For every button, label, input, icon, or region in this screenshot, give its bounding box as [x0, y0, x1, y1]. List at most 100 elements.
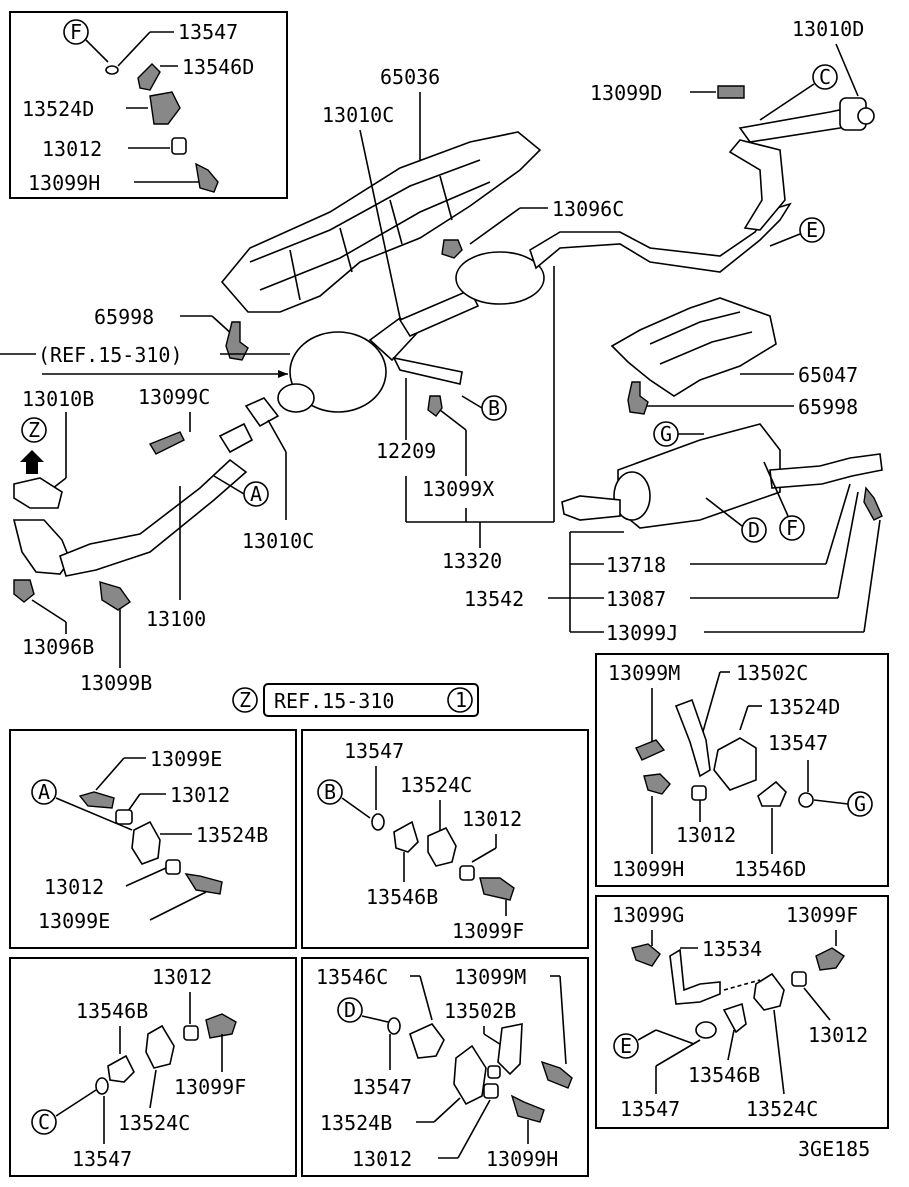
- marker-c-main: C: [819, 65, 831, 89]
- washer-icon: [105, 65, 119, 75]
- label-65998-b: 65998: [798, 395, 858, 419]
- bolt-icon: [635, 739, 666, 761]
- marker-z-ref: Z: [239, 688, 251, 712]
- marker-g-main: G: [660, 422, 672, 446]
- label-13546d-g: 13546D: [734, 857, 806, 881]
- label-13010b: 13010B: [22, 387, 94, 411]
- label-13099x: 13099X: [422, 477, 494, 501]
- label-13012-a2: 13012: [44, 875, 104, 899]
- label-65047: 65047: [798, 363, 858, 387]
- catalytic-converter-icon: [289, 331, 387, 413]
- inset-d: 13546C 13099M 13502B D 13547 13524B 1301…: [301, 957, 589, 1177]
- bolt-icon: [540, 1060, 573, 1089]
- bracket-icon: [137, 63, 161, 91]
- bolt-icon: [184, 873, 223, 895]
- label-13502b-d: 13502B: [444, 999, 516, 1023]
- bolt-icon: [627, 381, 649, 415]
- bracket-icon: [409, 1023, 445, 1059]
- collar-icon: [171, 137, 187, 155]
- label-13524c-e: 13524C: [746, 1097, 818, 1121]
- inset-f: F 13547 13546D 13524D 13012 13099H: [9, 11, 288, 199]
- bolt-icon: [195, 162, 219, 193]
- inset-a: A 13099E 13012 13524B 13012 13099E: [9, 729, 297, 949]
- label-13087: 13087: [606, 587, 666, 611]
- bolt-icon: [510, 1094, 545, 1123]
- label-13099h-d: 13099H: [486, 1147, 558, 1171]
- center-muffler-icon: [455, 251, 545, 305]
- bolt-icon: [148, 431, 185, 455]
- label-13099e-a1: 13099E: [150, 747, 222, 771]
- label-13524c-c: 13524C: [118, 1111, 190, 1135]
- hanger-rubber-icon: [145, 1024, 175, 1069]
- label-13524d: 13524D: [22, 97, 94, 121]
- bolt-icon: [631, 943, 661, 967]
- bolt-icon: [863, 486, 883, 521]
- inset-c: 13012 13546B 13099F 13524C C 13547: [9, 957, 297, 1177]
- label-13010d: 13010D: [792, 17, 864, 41]
- label-13546b-c: 13546B: [76, 999, 148, 1023]
- hanger-rubber-icon: [753, 972, 785, 1011]
- bracket-icon: [393, 820, 419, 853]
- marker-c: C: [38, 1110, 50, 1134]
- label-13546c-d: 13546C: [316, 965, 388, 989]
- bolt-icon: [205, 1013, 237, 1039]
- label-13099m-g: 13099M: [608, 661, 680, 685]
- inset-e: 13099G 13534 13099F 13012 E 13547 13546B…: [595, 895, 889, 1129]
- label-13099b: 13099B: [80, 671, 152, 695]
- hanger-rubber-icon: [713, 737, 757, 791]
- label-13012-e: 13012: [808, 1023, 868, 1047]
- ref-z-num: 1: [455, 688, 467, 712]
- ref-top: (REF.15-310): [38, 343, 183, 367]
- label-13099j: 13099J: [606, 621, 678, 645]
- label-13100: 13100: [146, 607, 206, 631]
- figure-code: 3GE185: [798, 1137, 870, 1161]
- label-13099f-b: 13099F: [452, 919, 524, 943]
- label-13010c-left: 13010C: [242, 529, 314, 553]
- bolt-icon: [99, 581, 131, 611]
- label-13547-b: 13547: [344, 739, 404, 763]
- label-13012-b: 13012: [462, 807, 522, 831]
- heat-shield-65036: [220, 131, 542, 313]
- marker-b: B: [324, 780, 336, 804]
- bracket-icon: [497, 1023, 523, 1076]
- marker-g: G: [854, 792, 866, 816]
- main-diagram: 65036 13010C 13010D C 13099D E 13096C 65…: [0, 17, 883, 695]
- label-13320: 13320: [442, 549, 502, 573]
- label-13012-c: 13012: [152, 965, 212, 989]
- label-13099m-d: 13099M: [454, 965, 526, 989]
- label-13718: 13718: [606, 553, 666, 577]
- marker-d-main: D: [748, 518, 760, 542]
- hanger-rubber-icon: [149, 91, 181, 125]
- heat-shield-65047: [610, 297, 777, 397]
- label-13010c-top: 13010C: [322, 103, 394, 127]
- label-13546b-e: 13546B: [688, 1063, 760, 1087]
- hanger-rubber-icon: [427, 826, 457, 867]
- marker-d: D: [344, 998, 356, 1022]
- bracket-icon: [107, 1054, 135, 1083]
- ref-z-text: REF.15-310: [274, 689, 394, 713]
- bracket-icon: [722, 1002, 747, 1034]
- marker-e: E: [620, 1034, 632, 1058]
- label-13546d: 13546D: [182, 55, 254, 79]
- bolt-icon: [78, 791, 115, 809]
- label-12209: 12209: [376, 439, 436, 463]
- label-65998-a: 65998: [94, 305, 154, 329]
- inset-b: 13547 B 13524C 13012 13546B 13099F: [301, 729, 589, 949]
- label-13099h-g: 13099H: [612, 857, 684, 881]
- label-13099e-a2: 13099E: [38, 909, 110, 933]
- marker-e-main: E: [806, 218, 818, 242]
- front-arrow-icon: [20, 450, 44, 474]
- bolt-icon: [479, 877, 515, 901]
- label-13099f-e: 13099F: [786, 903, 858, 927]
- label-13012-a1: 13012: [170, 783, 230, 807]
- marker-a-main: A: [250, 482, 262, 506]
- manifold-flange-icon: [12, 519, 71, 575]
- label-13547-c: 13547: [72, 1147, 132, 1171]
- label-13547-d: 13547: [352, 1075, 412, 1099]
- marker-a: A: [38, 780, 50, 804]
- marker-f: F: [70, 20, 82, 44]
- label-13547-g: 13547: [768, 731, 828, 755]
- label-13546b-b: 13546B: [366, 885, 438, 909]
- label-13524d-g: 13524D: [768, 695, 840, 719]
